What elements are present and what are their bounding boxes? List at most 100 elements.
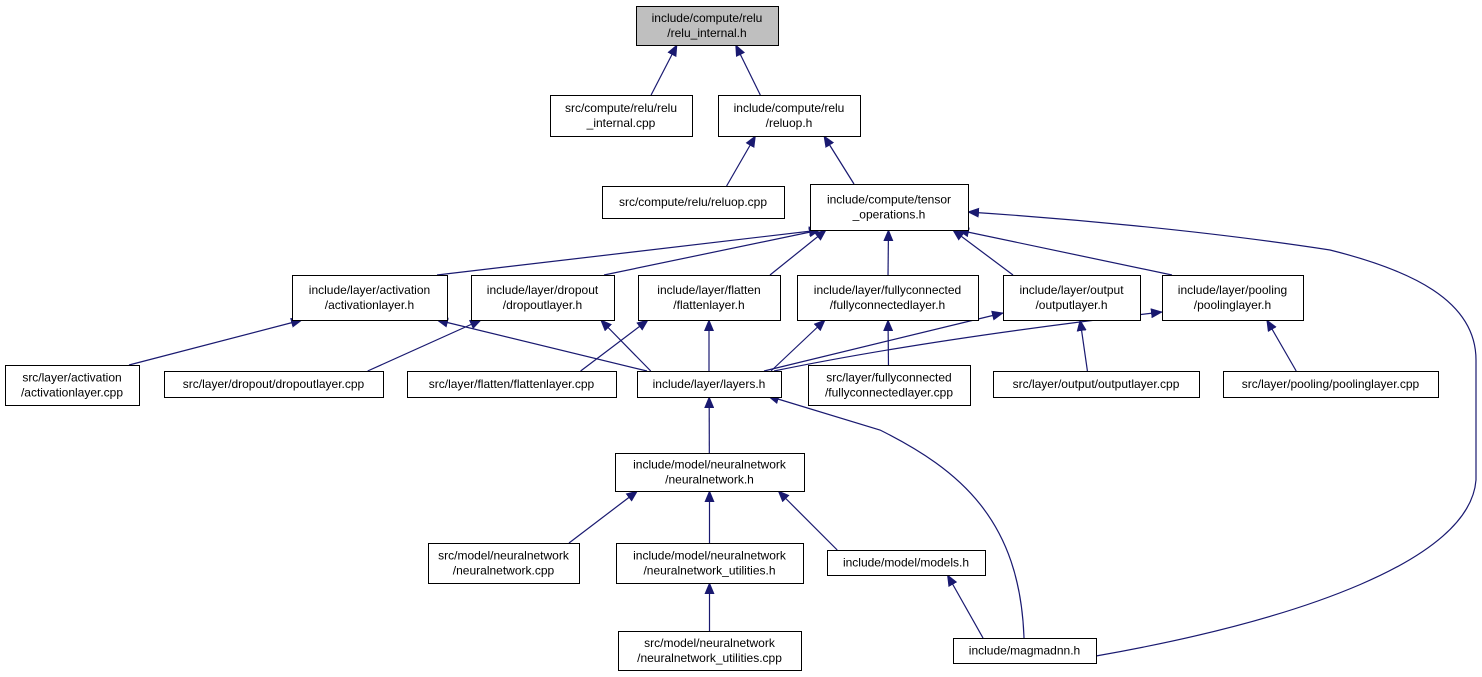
edge-activationlayer_cpp-to-activationlayer_h	[128, 317, 303, 366]
node-box	[618, 631, 802, 671]
node-box	[808, 365, 971, 406]
node-label: src/layer/activation	[22, 371, 121, 385]
node-flattenlayer_cpp[interactable]: src/layer/flatten/flattenlayer.cpp	[407, 371, 617, 398]
node-box	[636, 6, 779, 46]
node-box	[471, 275, 615, 321]
node-box	[993, 371, 1200, 398]
node-box	[407, 371, 617, 398]
node-neuralnetwork_h[interactable]: include/model/neuralnetwork/neuralnetwor…	[615, 453, 805, 492]
node-label: src/layer/flatten/flattenlayer.cpp	[429, 377, 595, 391]
edge-flattenlayer_h-to-tensor_operations_h	[769, 229, 827, 276]
node-label: include/layer/layers.h	[653, 377, 766, 391]
edge-reluop_cpp-to-reluop_h	[726, 135, 756, 187]
node-label: /neuralnetwork_utilities.h	[643, 564, 775, 578]
node-box	[615, 453, 805, 492]
node-tensor_operations_h[interactable]: include/compute/tensor_operations.h	[810, 184, 969, 231]
node-label: src/layer/pooling/poolinglayer.cpp	[1242, 377, 1420, 391]
node-box	[292, 275, 448, 321]
node-box	[953, 638, 1097, 664]
node-box	[718, 95, 861, 137]
node-dropoutlayer_h[interactable]: include/layer/dropout/dropoutlayer.h	[471, 275, 615, 321]
node-label: src/compute/relu/reluop.cpp	[619, 195, 767, 209]
node-label: _operations.h	[852, 208, 926, 222]
nodes-layer: include/compute/relu/relu_internal.h src/…	[5, 6, 1439, 671]
node-neuralnetwork_utilities_cpp[interactable]: src/model/neuralnetwork/neuralnetwork_ut…	[618, 631, 802, 671]
node-label: include/model/models.h	[843, 556, 969, 570]
node-dropoutlayer_cpp[interactable]: src/layer/dropout/dropoutlayer.cpp	[164, 371, 384, 398]
node-reluop_cpp[interactable]: src/compute/relu/reluop.cpp	[602, 186, 785, 219]
node-label: include/layer/activation	[309, 283, 430, 297]
node-box	[428, 543, 580, 584]
node-models_h[interactable]: include/model/models.h	[827, 550, 986, 576]
node-reluop_h[interactable]: include/compute/relu/reluop.h	[718, 95, 861, 137]
edge-dropoutlayer_h-to-tensor_operations_h	[603, 227, 821, 276]
node-magmadnn_h[interactable]: include/magmadnn.h	[953, 638, 1097, 664]
edge-neuralnetwork_cpp-to-neuralnetwork_h	[568, 490, 639, 544]
node-label: include/compute/relu	[734, 101, 845, 115]
node-activationlayer_cpp[interactable]: src/layer/activation/activationlayer.cpp	[5, 365, 140, 406]
node-box	[5, 365, 140, 406]
node-label: include/model/neuralnetwork	[633, 458, 787, 472]
node-poolinglayer_cpp[interactable]: src/layer/pooling/poolinglayer.cpp	[1223, 371, 1439, 398]
node-outputlayer_cpp[interactable]: src/layer/output/outputlayer.cpp	[993, 371, 1200, 398]
edge-outputlayer_h-to-tensor_operations_h	[952, 229, 1014, 276]
node-label: include/compute/tensor	[827, 193, 951, 207]
node-flattenlayer_h[interactable]: include/layer/flatten/flattenlayer.h	[638, 275, 781, 321]
node-box	[1223, 371, 1439, 398]
edge-reluop_h-to-relu_internal_h	[735, 44, 761, 96]
node-box	[1003, 275, 1141, 321]
node-fullyconnectedlayer_cpp[interactable]: src/layer/fullyconnected/fullyconnectedl…	[808, 365, 971, 406]
node-box	[827, 550, 986, 576]
node-poolinglayer_h[interactable]: include/layer/pooling/poolinglayer.h	[1162, 275, 1304, 321]
edge-poolinglayer_cpp-to-poolinglayer_h	[1266, 319, 1297, 372]
node-label: include/layer/flatten	[657, 283, 760, 297]
edge-layers_h-to-activationlayer_h	[436, 317, 648, 372]
node-label: src/compute/relu/relu	[565, 101, 677, 115]
node-relu_internal_cpp[interactable]: src/compute/relu/relu_internal.cpp	[550, 95, 693, 137]
node-label: /poolinglayer.h	[1194, 298, 1271, 312]
edge-dropoutlayer_cpp-to-dropoutlayer_h	[367, 319, 482, 372]
node-label: /fullyconnectedlayer.cpp	[825, 386, 953, 400]
node-label: include/compute/relu	[652, 11, 763, 25]
node-neuralnetwork_utilities_h[interactable]: include/model/neuralnetwork/neuralnetwor…	[616, 543, 804, 584]
node-box	[164, 371, 384, 398]
node-label: /reluop.h	[766, 116, 813, 130]
node-activationlayer_h[interactable]: include/layer/activation/activationlayer…	[292, 275, 448, 321]
node-relu_internal_h: include/compute/relu/relu_internal.h	[636, 6, 779, 46]
edge-flattenlayer_cpp-to-flattenlayer_h	[580, 319, 649, 372]
node-label: src/model/neuralnetwork	[438, 549, 570, 563]
node-label: include/layer/pooling	[1178, 283, 1287, 297]
node-label: include/model/neuralnetwork	[633, 549, 787, 563]
node-label: src/layer/output/outputlayer.cpp	[1013, 377, 1180, 391]
edge-layers_h-to-outputlayer_h	[763, 310, 1004, 372]
node-fullyconnectedlayer_h[interactable]: include/layer/fullyconnected/fullyconnec…	[797, 275, 979, 321]
node-box	[810, 184, 969, 231]
node-box	[1162, 275, 1304, 321]
edge-layers_h-to-fullyconnectedlayer_h	[770, 319, 826, 372]
node-box	[616, 543, 804, 584]
node-outputlayer_h[interactable]: include/layer/output/outputlayer.h	[1003, 275, 1141, 321]
node-label: /flattenlayer.h	[673, 298, 744, 312]
edge-magmadnn_h-to-layers_h	[767, 394, 1025, 639]
edge-poolinglayer_h-to-tensor_operations_h	[957, 227, 1173, 276]
edge-relu_internal_cpp-to-relu_internal_h	[650, 44, 678, 96]
node-label: /neuralnetwork.h	[665, 473, 754, 487]
node-box	[550, 95, 693, 137]
edge-tensor_operations_h-to-reluop_h	[823, 135, 855, 185]
node-label: src/layer/dropout/dropoutlayer.cpp	[183, 377, 365, 391]
edge-models_h-to-neuralnetwork_h	[777, 490, 838, 551]
node-label: /neuralnetwork_utilities.cpp	[637, 651, 782, 665]
node-label: _internal.cpp	[586, 116, 656, 130]
node-box	[638, 275, 781, 321]
edge-activationlayer_h-to-tensor_operations_h	[436, 226, 821, 276]
node-label: include/layer/output	[1019, 283, 1124, 297]
node-label: src/layer/fullyconnected	[826, 371, 951, 385]
node-label: /neuralnetwork.cpp	[453, 564, 555, 578]
node-neuralnetwork_cpp[interactable]: src/model/neuralnetwork/neuralnetwork.cp…	[428, 543, 580, 584]
node-label: /fullyconnectedlayer.h	[830, 298, 945, 312]
edge-magmadnn_h-to-tensor_operations_h	[967, 207, 1477, 657]
node-layers_h[interactable]: include/layer/layers.h	[637, 371, 782, 398]
node-box	[637, 371, 782, 398]
node-label: /relu_internal.h	[667, 26, 746, 40]
